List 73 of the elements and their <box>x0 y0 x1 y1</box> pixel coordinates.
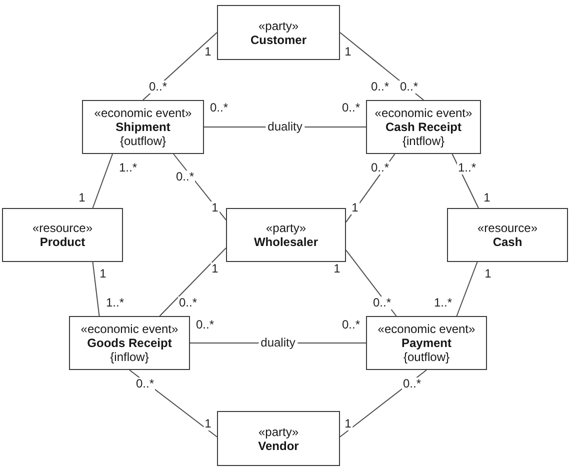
multiplicity-label: 1..* <box>105 296 125 310</box>
association-line <box>340 32 424 100</box>
multiplicity-label: 0..* <box>195 318 215 332</box>
edge-label: duality <box>266 120 304 134</box>
class-name: Cash Receipt <box>385 120 462 134</box>
multiplicity-label: 0..* <box>341 102 361 114</box>
class-name: Payment <box>401 336 452 350</box>
class-name: Product <box>40 235 86 249</box>
constraint-label: {intflow} <box>402 134 445 148</box>
constraint-label: {outflow} <box>403 350 450 364</box>
multiplicity-label: 1 <box>482 192 492 204</box>
stereotype-label: «economic event» <box>374 106 472 120</box>
class-box <box>366 316 487 370</box>
association-line <box>173 154 226 220</box>
multiplicity-label: 1 <box>210 202 220 214</box>
multiplicity-label: 1..* <box>433 296 453 310</box>
stereotype-label: «economic event» <box>378 322 476 336</box>
stereotype-label: «party» <box>266 221 306 235</box>
multiplicity-label: 0..* <box>148 80 168 94</box>
multiplicity-label: 1 <box>344 46 352 58</box>
class-name: Customer <box>250 32 306 46</box>
multiplicity-label: 1 <box>344 418 352 430</box>
association-line <box>452 154 479 208</box>
class-name: Cash <box>492 235 522 249</box>
multiplicity-label: 1 <box>204 418 212 430</box>
class-box <box>217 5 340 60</box>
multiplicity-label: 1..* <box>118 162 138 174</box>
constraint-label: {inflow} <box>110 350 149 364</box>
multiplicity-label: 1 <box>484 268 492 280</box>
multiplicity-label: 0..* <box>370 162 390 174</box>
stereotype-label: «party» <box>258 18 299 32</box>
multiplicity-label: 0..* <box>209 102 229 114</box>
association-line <box>92 262 100 316</box>
association-line <box>340 370 427 438</box>
multiplicity-label: 1 <box>204 46 212 58</box>
multiplicity-label: 1..* <box>457 162 477 174</box>
multiplicity-label: 1 <box>78 192 86 204</box>
multiplicity-label: 1 <box>210 262 220 276</box>
stereotype-label: «party» <box>258 424 299 438</box>
association-line <box>129 370 218 438</box>
multiplicity-label: 1 <box>98 268 108 280</box>
multiplicity-label: 0..* <box>175 170 195 184</box>
multiplicity-label: 1 <box>332 262 342 276</box>
multiplicity-label: 0..* <box>399 80 419 94</box>
stereotype-label: «resource» <box>477 221 538 235</box>
multiplicity-label: 1 <box>350 202 360 214</box>
association-line <box>346 250 397 316</box>
multiplicity-label: 0..* <box>135 378 155 390</box>
association-line <box>92 154 113 208</box>
class-box <box>2 208 123 262</box>
class-name: Goods Receipt <box>87 336 172 350</box>
stereotype-label: «resource» <box>32 221 93 235</box>
edge-label: duality <box>258 336 298 350</box>
class-name: Shipment <box>116 120 170 134</box>
stereotype-label: «economic event» <box>80 322 178 336</box>
constraint-label: {outflow} <box>120 134 166 148</box>
class-box <box>226 208 346 262</box>
association-line <box>159 247 226 316</box>
class-box <box>69 316 190 370</box>
class-box <box>366 100 481 154</box>
class-name: Vendor <box>258 438 299 452</box>
class-box <box>447 208 568 262</box>
association-line <box>456 262 478 316</box>
association-line <box>142 32 218 100</box>
multiplicity-label: 0..* <box>341 318 361 332</box>
multiplicity-label: 0..* <box>370 80 390 94</box>
multiplicity-label: 0..* <box>178 296 198 310</box>
class-box <box>217 411 340 466</box>
class-name: Wholesaler <box>254 235 318 249</box>
stereotype-label: «economic event» <box>94 106 192 120</box>
multiplicity-label: 0..* <box>372 296 392 310</box>
multiplicity-label: 0..* <box>402 378 422 390</box>
class-box <box>82 100 204 154</box>
